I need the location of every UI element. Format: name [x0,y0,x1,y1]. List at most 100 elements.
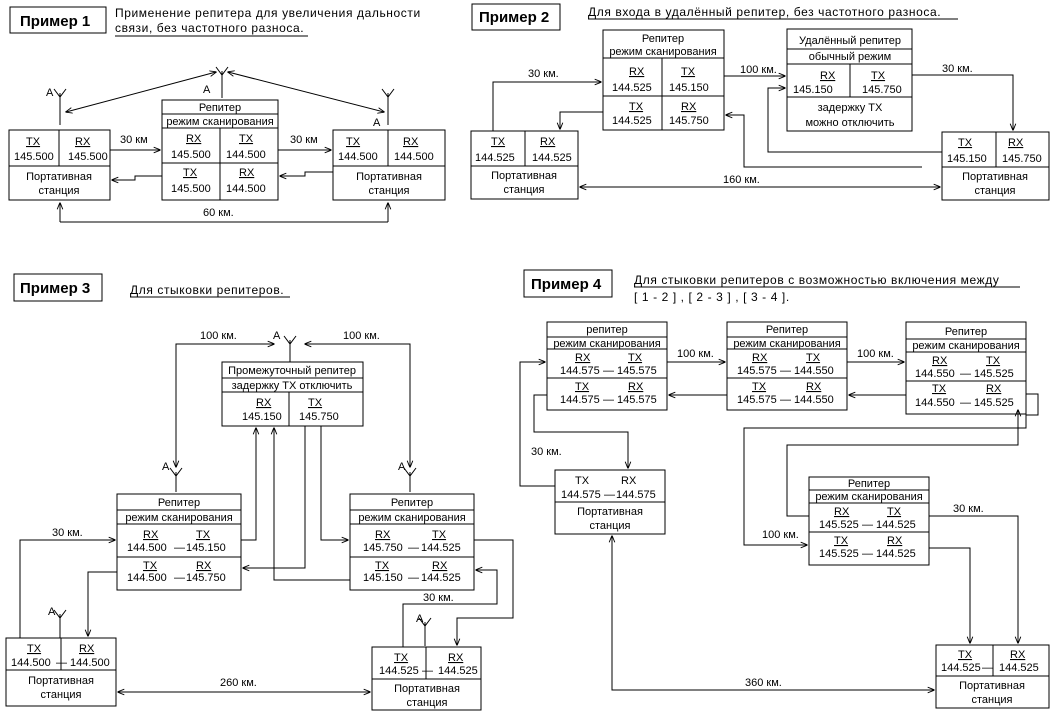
svg-text:145.500: 145.500 [171,183,211,195]
svg-text:145.525: 145.525 [974,368,1014,380]
antenna-icon: A [273,330,297,362]
svg-text:144.525: 144.525 [532,152,572,164]
ex4-portable-right: TX RX 144.525 — 144.525 Портативная стан… [935,644,1050,709]
ex2-title: Пример 2 [479,9,549,26]
svg-text:Портативная: Портативная [28,675,94,687]
svg-text:Портативная: Портативная [962,171,1028,183]
svg-text:—: — [408,572,419,584]
svg-text:A: A [373,117,381,129]
svg-text:144.500: 144.500 [127,542,167,554]
svg-text:144.575: 144.575 [560,394,600,406]
svg-text:RX: RX [239,167,255,179]
svg-text:145.150: 145.150 [947,153,987,165]
ex1-title: Пример 1 [20,13,90,30]
svg-text:режим сканирования: режим сканирования [166,116,273,128]
svg-text:144.525: 144.525 [421,572,461,584]
antenna-icon: A [46,87,67,125]
ex4-repeater-4: Репитер режим сканирования RX TX 145.525… [808,476,930,566]
svg-text:RX: RX [575,352,591,364]
svg-text:—: — [862,519,873,531]
svg-text:144.525: 144.525 [612,115,652,127]
antenna-icon: A [162,461,183,492]
ex1-dist-bottom: 60 км. [203,207,234,219]
ex1-portable-right: TX RX 144.500 144.500 Портативная станци… [332,129,446,201]
svg-text:145.500: 145.500 [14,151,54,163]
ex2-dist-mid: 100 км. [740,64,777,76]
ex1-dist-left: 30 км [120,134,148,146]
svg-text:145.150: 145.150 [793,84,833,96]
svg-text:TX: TX [27,643,42,655]
ex2-dist-left: 30 км. [528,68,559,80]
svg-text:145.750: 145.750 [299,411,339,423]
svg-text:обычный режим: обычный режим [809,51,891,63]
svg-text:145.525: 145.525 [819,548,859,560]
svg-text:A: A [398,461,406,473]
svg-text:145.575: 145.575 [617,394,657,406]
ex4-repeater-3: Репитер режим сканирования RX TX 144.550… [905,321,1027,415]
svg-text:RX: RX [432,560,448,572]
svg-text:Репитер: Репитер [391,497,433,509]
svg-text:задержку ТХ: задержку ТХ [818,102,883,114]
svg-text:RX: RX [986,383,1002,395]
svg-text:TX: TX [143,560,158,572]
ex2-portable-right: TX RX 145.150 145.750 Портативная станци… [941,131,1050,201]
svg-text:144.500: 144.500 [338,151,378,163]
ex1-title-box [9,6,107,34]
svg-text:станция: станция [974,185,1015,197]
svg-text:Репитер: Репитер [848,478,890,490]
svg-text:режим сканирования: режим сканирования [609,46,716,58]
svg-text:RX: RX [932,355,948,367]
svg-text:Портативная: Портативная [491,170,557,182]
antenna-icon: A [48,606,67,638]
svg-text:RX: RX [143,529,159,541]
svg-text:144.575: 144.575 [560,365,600,377]
svg-text:145.575: 145.575 [617,365,657,377]
svg-text:—: — [422,665,433,677]
ex3-title: Пример 3 [20,280,90,297]
svg-text:TX: TX [308,397,323,409]
ex1-repeater: Репитер режим сканирования RX TX 145.500… [161,99,279,201]
svg-text:TX: TX [183,167,198,179]
svg-text:—: — [603,394,614,406]
svg-text:144.525: 144.525 [475,152,515,164]
ex3-mid-repeater: Промежуточный репитер задержку ТХ отключ… [221,361,364,427]
svg-text:режим сканирования: режим сканирования [815,491,922,503]
svg-text:TX: TX [432,529,447,541]
svg-text:144.525: 144.525 [876,519,916,531]
svg-text:144.525: 144.525 [612,82,652,94]
ex4-repeater-2: Репитер режим сканирования RX TX 145.575… [726,321,848,411]
ex4-dist-bottom: 360 км. [745,677,782,689]
svg-text:TX: TX [375,560,390,572]
ex3-dist-top-right: 100 км. [343,330,380,342]
svg-text:—: — [982,662,993,674]
svg-text:RX: RX [75,136,91,148]
ex1-dist-right: 30 км [290,134,318,146]
svg-text:режим сканирования: режим сканирования [912,340,1019,352]
ex4-dist-12: 100 км. [677,348,714,360]
ex3-dist-right: 30 км. [423,592,454,604]
svg-text:—: — [780,365,791,377]
svg-text:режим сканирования: режим сканирования [553,338,660,350]
ex3-repeater-right: Репитер режим сканирования RX TX 145.750… [349,493,475,591]
ex2-dist-bottom: 160 км. [723,174,760,186]
svg-text:144.525: 144.525 [438,665,478,677]
svg-text:145.525: 145.525 [819,519,859,531]
svg-text:RX: RX [1008,137,1024,149]
ex4-desc-1: Для стыковки репитеров с возможностью вк… [634,273,999,287]
svg-text:Портативная: Портативная [959,680,1025,692]
svg-text:—: — [960,397,971,409]
svg-text:RX: RX [540,136,556,148]
svg-text:TX: TX [575,475,590,487]
svg-text:Репитер: Репитер [158,497,200,509]
ex3-dist-left: 30 км. [52,527,83,539]
svg-text:Портативная: Портативная [394,683,460,695]
svg-text:Удалённый репитер: Удалённый репитер [799,35,901,47]
svg-text:Репитер: Репитер [199,102,241,114]
svg-text:144.525: 144.525 [379,665,419,677]
ex3-repeater-left: Репитер режим сканирования RX TX 144.500… [116,493,242,591]
svg-text:A: A [273,330,281,342]
ex4-dist-r4-right: 30 км. [953,503,984,515]
svg-text:станция: станция [368,185,409,197]
svg-text:RX: RX [752,352,768,364]
svg-text:—: — [408,542,419,554]
